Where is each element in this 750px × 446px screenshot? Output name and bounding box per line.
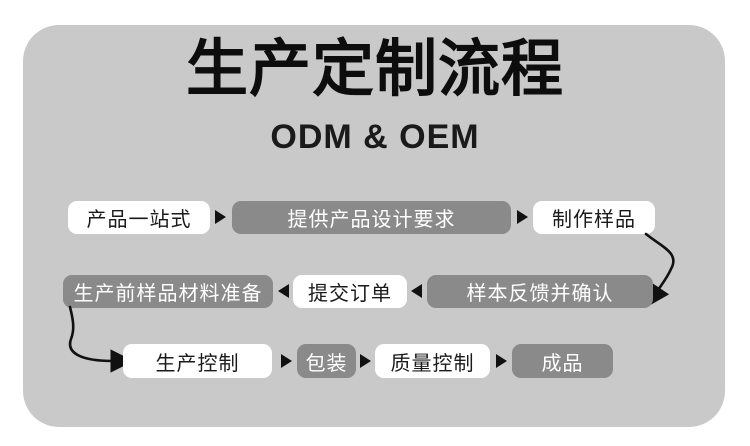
flow-step-packaging: 包装	[297, 344, 356, 378]
flow-step-provide-design-requirements: 提供产品设计要求	[232, 201, 511, 234]
arrow-left-icon	[278, 284, 289, 298]
flow-step-finished-product: 成品	[512, 344, 613, 378]
arrow-right-icon	[360, 354, 371, 368]
arrow-right-icon	[281, 354, 292, 368]
flow-step-product-one-stop: 产品一站式	[68, 201, 210, 234]
arrow-right-icon	[496, 354, 507, 368]
connector-arrow-down-right	[68, 305, 134, 373]
arrow-right-icon	[215, 210, 226, 224]
flow-step-production-control: 生产控制	[123, 344, 272, 378]
arrow-right-icon	[517, 210, 528, 224]
page-subtitle: ODM & OEM	[270, 118, 480, 156]
flow-step-quality-control: 质量控制	[375, 344, 490, 378]
flow-step-make-sample: 制作样品	[533, 201, 655, 234]
arrow-left-icon	[411, 284, 422, 298]
page-title: 生产定制流程	[185, 35, 564, 104]
flow-step-submit-order: 提交订单	[293, 275, 407, 308]
connector-arrow-down-left	[644, 232, 675, 308]
flow-step-pre-production-material-prep: 生产前样品材料准备	[63, 275, 273, 308]
flow-step-sample-feedback-confirm: 样本反馈并确认	[427, 275, 653, 308]
